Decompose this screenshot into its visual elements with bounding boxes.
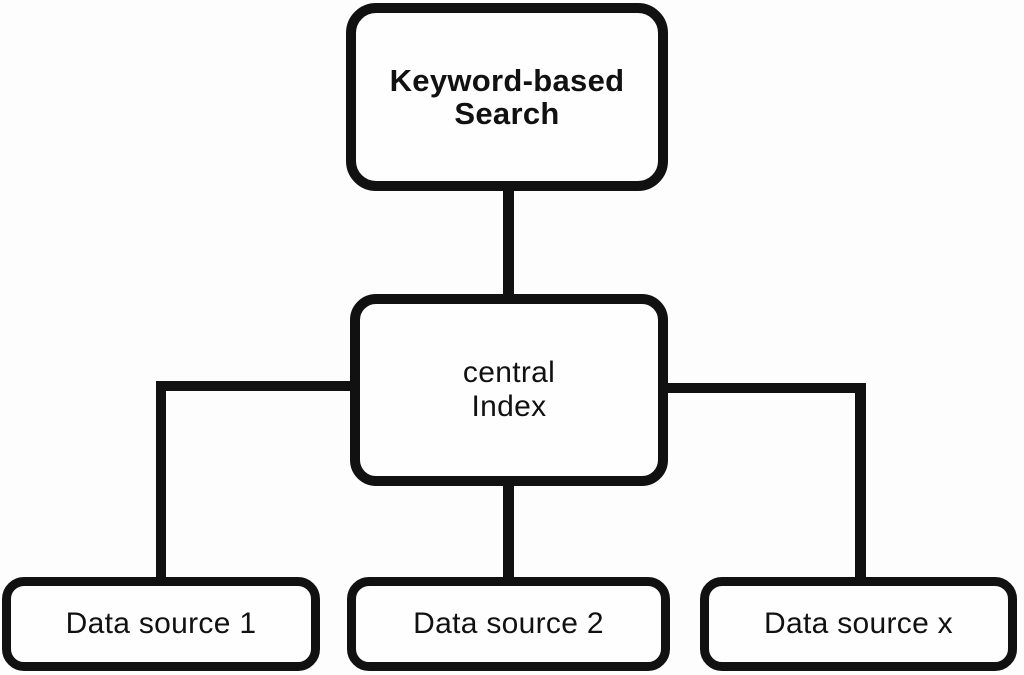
node-data-source-2: Data source 2: [347, 577, 670, 671]
edge-central-index-to-data-source-2: [503, 480, 514, 581]
edge-keyword-search-to-central-index: [503, 188, 514, 300]
node-data-source-x: Data source x: [700, 577, 1017, 671]
node-central-index-label: central Index: [462, 356, 556, 423]
edge-central-index-to-data-source-1-horizontal: [156, 381, 358, 391]
edge-central-index-to-data-source-x-vertical: [855, 383, 866, 581]
node-keyword-based-search-label: Keyword-based Search: [389, 63, 625, 131]
node-central-index: central Index: [350, 294, 668, 486]
edge-central-index-to-data-source-x-horizontal: [660, 383, 866, 393]
node-data-source-x-label: Data source x: [764, 607, 953, 640]
edge-central-index-to-data-source-1-vertical: [156, 381, 166, 581]
node-data-source-2-label: Data source 2: [413, 607, 604, 640]
node-data-source-1-label: Data source 1: [65, 607, 257, 640]
node-data-source-1: Data source 1: [2, 577, 320, 671]
node-keyword-based-search: Keyword-based Search: [346, 3, 668, 191]
